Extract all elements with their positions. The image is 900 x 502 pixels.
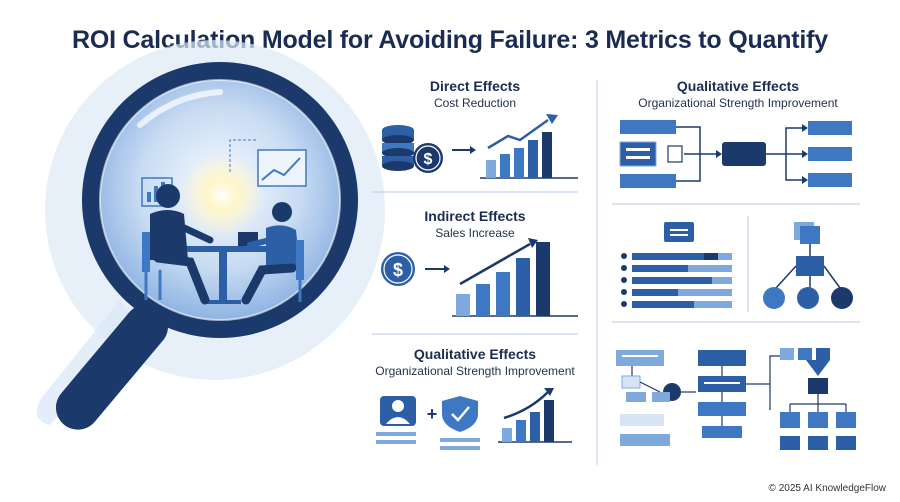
- progress-list-diagram: [621, 222, 732, 308]
- magnifier-icon: [36, 40, 385, 430]
- qualitative-effects-title: Qualitative Effects: [676, 78, 800, 94]
- shield-check-icon: [442, 396, 478, 432]
- coin-stack-icon: [382, 125, 414, 171]
- arrow-right-icon: [425, 265, 450, 273]
- dollar-coin-icon: [381, 252, 415, 286]
- process-flow-diagram: [619, 120, 852, 188]
- dollar-symbol: $: [393, 260, 403, 280]
- person-icon: [380, 396, 416, 426]
- light-glow: [180, 153, 264, 237]
- indirect-effects-subtitle: Sales Increase: [435, 226, 515, 240]
- arrow-right-icon: [452, 146, 476, 154]
- flowchart-diagram: [616, 350, 784, 446]
- dollar-coin-icon: [413, 143, 443, 173]
- text-lines-icon: [376, 432, 480, 450]
- growth-bar-chart-icon: [452, 238, 578, 317]
- growth-bar-chart-icon: [480, 114, 578, 179]
- indirect-effects-title: Indirect Effects: [424, 208, 526, 224]
- copyright-text: © 2025 AI KnowledgeFlow: [768, 483, 886, 494]
- direct-effects-title: Direct Effects: [429, 78, 521, 94]
- org-chart-icon: [780, 348, 856, 450]
- qualitative-effects-title: Qualitative Effects: [413, 346, 537, 362]
- dollar-symbol: $: [424, 151, 433, 168]
- hierarchy-icon: [763, 222, 853, 309]
- growth-bar-chart-icon: [498, 388, 572, 443]
- direct-effects-subtitle: Cost Reduction: [433, 96, 517, 110]
- qualitative-effects-subtitle: Organizational Strength Improvement: [638, 96, 838, 110]
- qualitative-effects-subtitle: Organizational Strength Improvement: [375, 364, 575, 378]
- plus-icon: +: [427, 404, 438, 424]
